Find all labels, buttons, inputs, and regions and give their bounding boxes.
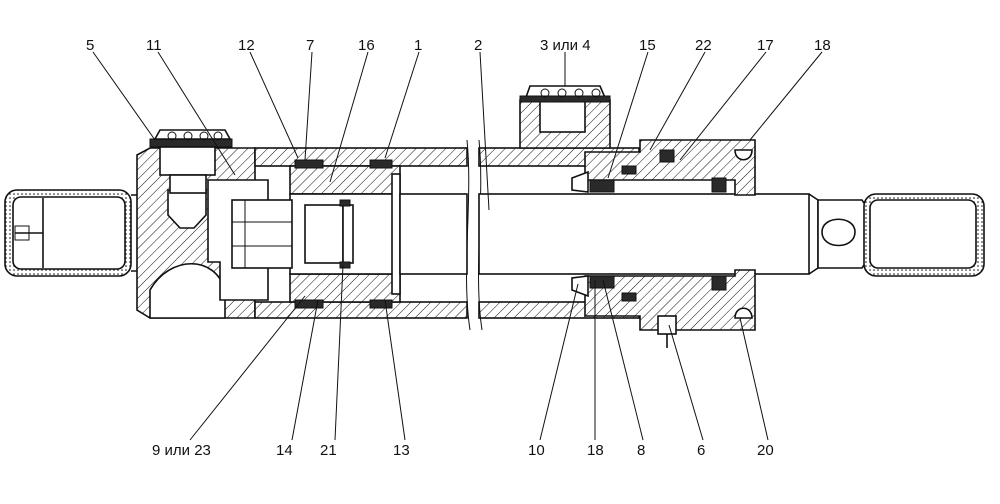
piston-rod	[399, 193, 867, 275]
callout-18-top: 18	[814, 37, 831, 54]
callout-2: 2	[474, 37, 482, 54]
callout-11: 11	[146, 37, 162, 54]
callout-labels: 5 11 12 7 16 1 2 3 или 4 15 22 17 18 9 и…	[86, 37, 831, 459]
callout-6: 6	[697, 442, 705, 459]
callout-15: 15	[639, 37, 656, 54]
callout-14: 14	[276, 442, 293, 459]
callout-18-bottom: 18	[587, 442, 604, 459]
callout-3-or-4: 3 или 4	[540, 37, 591, 54]
callout-20: 20	[757, 442, 774, 459]
callout-8: 8	[637, 442, 645, 459]
callout-5: 5	[86, 37, 94, 54]
callout-17: 17	[757, 37, 774, 54]
callout-10: 10	[528, 442, 545, 459]
callout-22: 22	[695, 37, 712, 54]
leader-lines	[92, 51, 823, 441]
callout-13: 13	[393, 442, 410, 459]
callout-12: 12	[238, 37, 255, 54]
piston	[231, 159, 401, 309]
front-boot	[863, 193, 985, 277]
callout-21: 21	[320, 442, 337, 459]
front-gland	[519, 85, 756, 348]
callout-16: 16	[358, 37, 375, 54]
callout-7: 7	[306, 37, 314, 54]
rear-boot	[4, 189, 141, 277]
callout-9-or-23: 9 или 23	[152, 442, 211, 459]
callout-1: 1	[414, 37, 422, 54]
